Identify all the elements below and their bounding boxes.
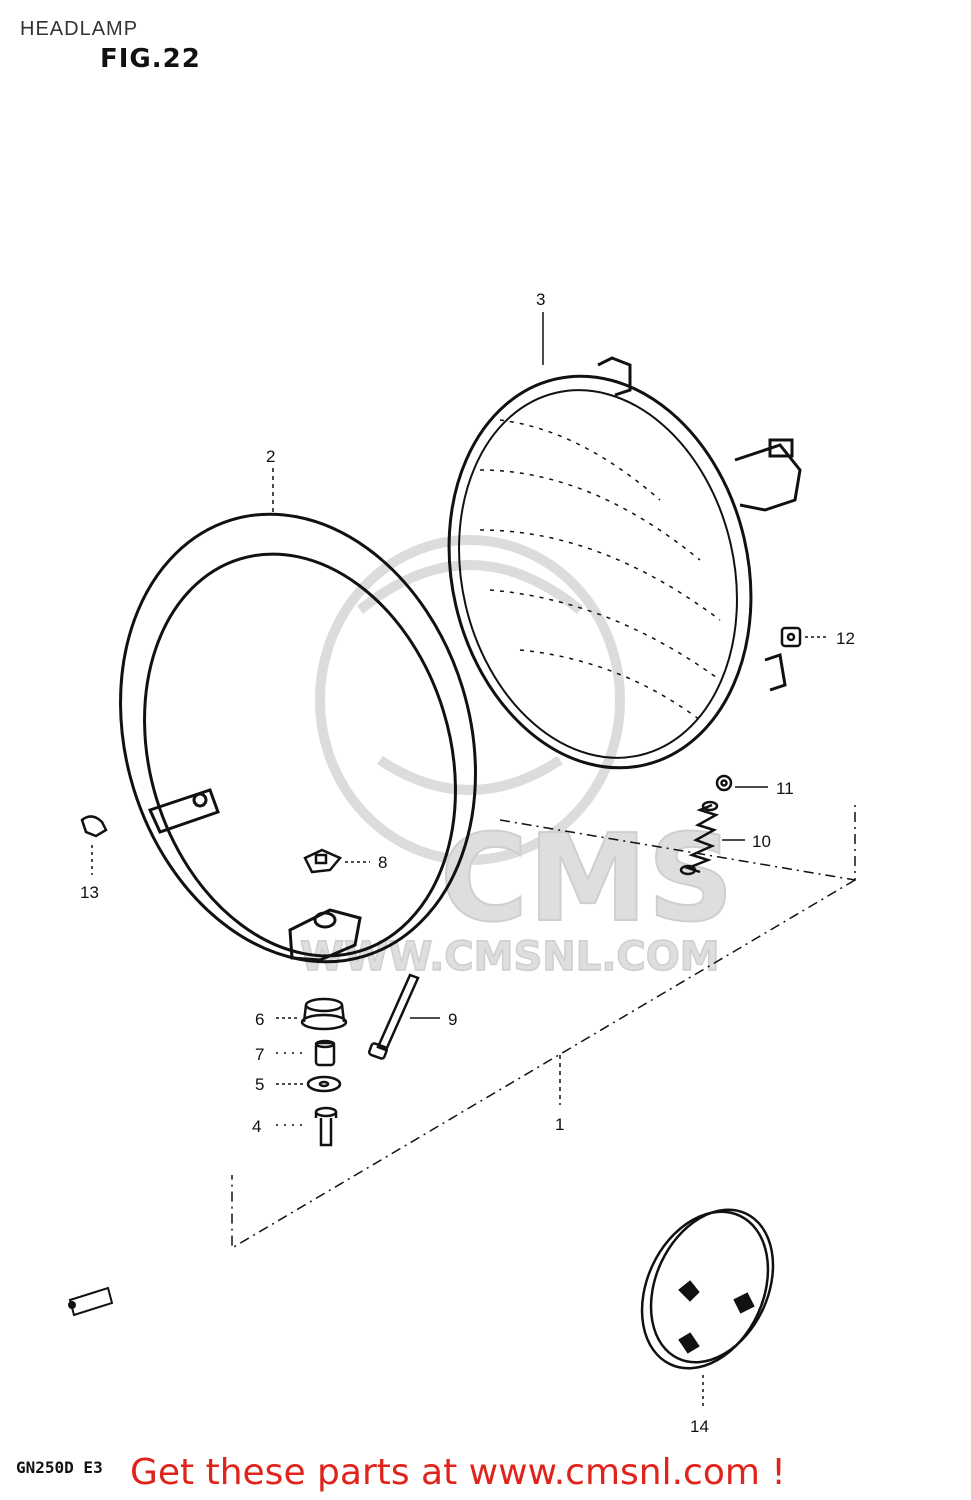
page-title: HEADLAMP [20, 18, 139, 40]
watermark-site-text: WWW.CMSNL.COM [300, 934, 720, 980]
part-callout-1: 1 [555, 1115, 564, 1134]
part-callout-12: 12 [836, 629, 855, 648]
part-callout-7: 7 [255, 1045, 264, 1064]
part-9-bolt [368, 973, 420, 1060]
part-5-washer [306, 1075, 342, 1093]
headlamp-rim [119, 512, 477, 964]
part-callout-9: 9 [448, 1010, 457, 1029]
part-4-screw [314, 1106, 338, 1147]
part-callout-4: 4 [252, 1117, 261, 1136]
figure-label: FIG.22 [100, 44, 201, 74]
part-callout-10: 10 [752, 832, 771, 851]
part-12-clip [780, 626, 802, 648]
watermark-logo [315, 535, 625, 865]
part-callout-6: 6 [255, 1010, 264, 1029]
part-6-grommet [300, 997, 348, 1031]
assembly-bracket-line [231, 802, 856, 1250]
part-14-reflector [640, 1208, 775, 1370]
part-callout-8: 8 [378, 853, 387, 872]
part-10-spring [679, 800, 720, 876]
promo-link[interactable]: Get these parts at www.cmsnl.com ! [130, 1452, 786, 1493]
part-callout-3: 3 [536, 290, 545, 309]
part-7-collar [314, 1039, 336, 1067]
part-callout-2: 2 [266, 447, 275, 466]
watermark-logo-text: CMS [440, 810, 734, 949]
part-13-screw [80, 815, 108, 838]
model-code: GN250D E3 [16, 1458, 103, 1477]
part-callout-13: 13 [80, 883, 99, 902]
part-callout-5: 5 [255, 1075, 264, 1094]
exploded-parts-diagram: CMS WWW.CMSNL.COM 3 [68, 290, 856, 1436]
headlamp-unit [447, 356, 802, 770]
part-11-nut [715, 774, 733, 792]
part-8-nut [303, 848, 343, 874]
stamp-mark [68, 1286, 114, 1317]
part-callout-11: 11 [776, 779, 794, 798]
part-callout-14: 14 [690, 1417, 709, 1436]
